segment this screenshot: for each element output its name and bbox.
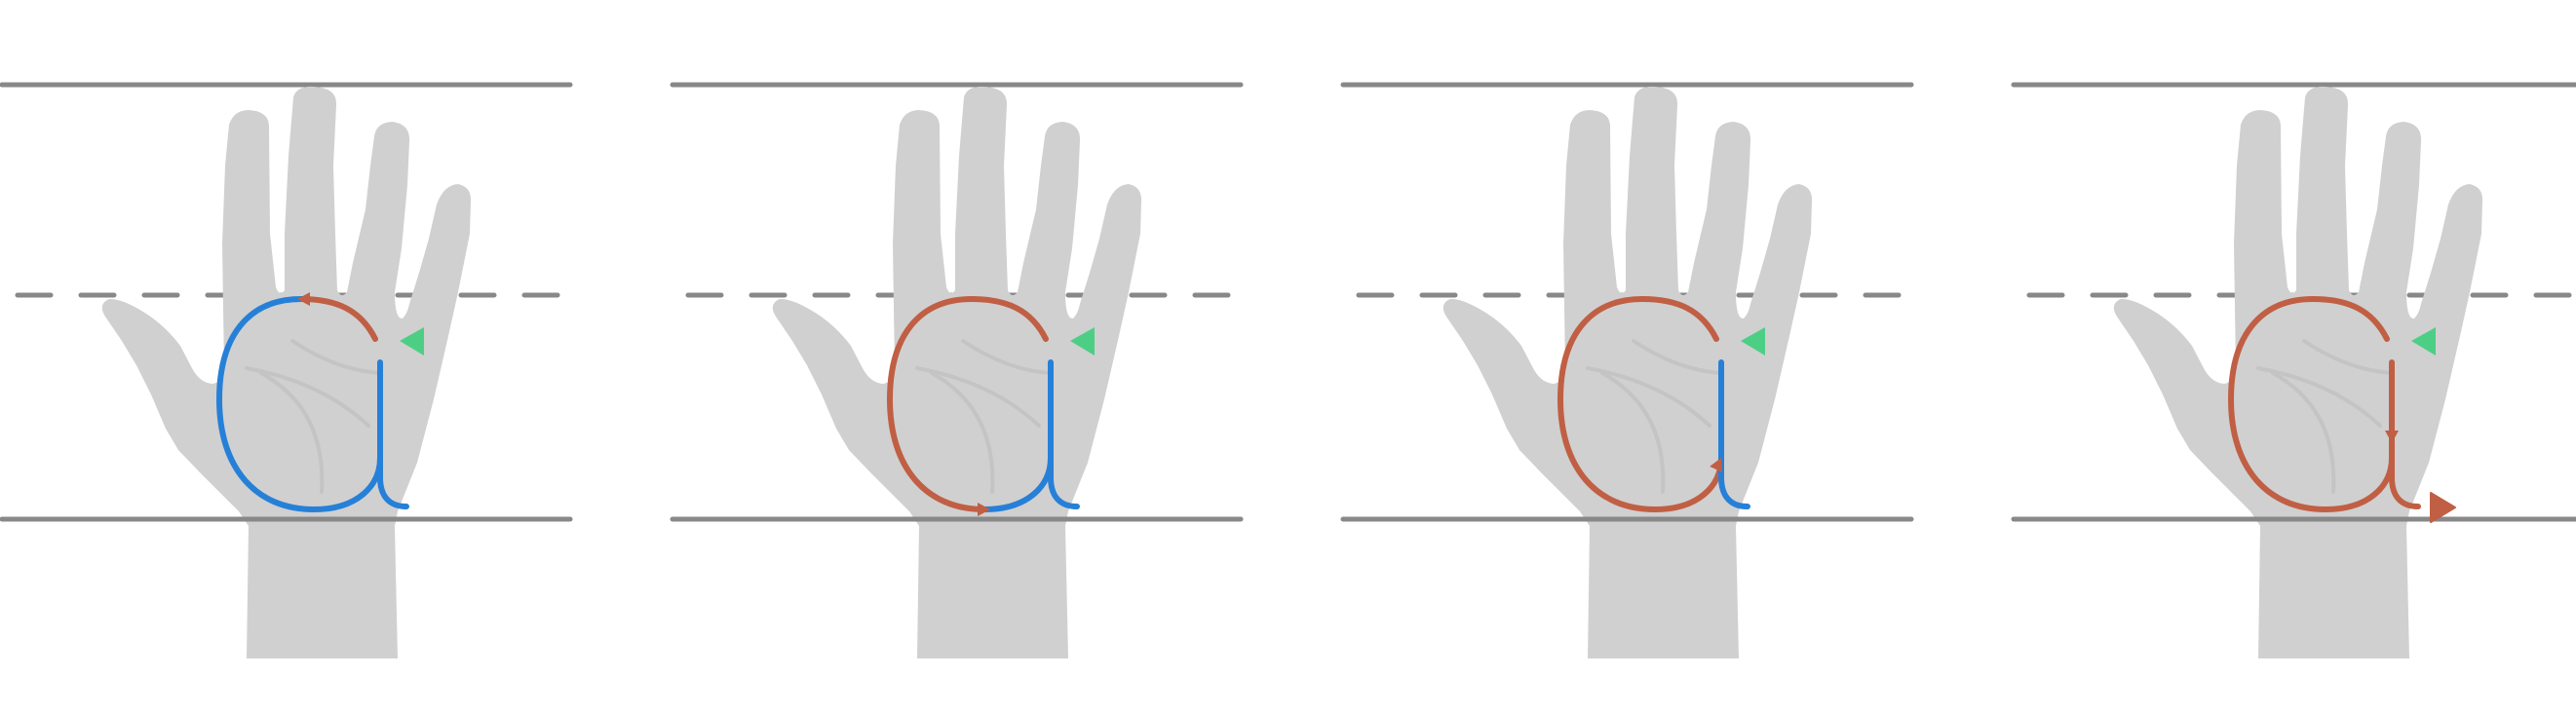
palm-line (961, 339, 1053, 375)
hand-silhouette (2113, 86, 2483, 658)
start-triangle-icon (1070, 327, 1095, 356)
start-triangle-icon (400, 327, 424, 356)
stroke-stem (2389, 359, 2421, 509)
palm-line (2271, 371, 2336, 494)
stroke-stem (1048, 359, 1080, 509)
stroke-left-bowl (216, 296, 317, 512)
tracing-panel (2011, 82, 2576, 658)
palm-line (1586, 366, 1711, 428)
stroke-stem (377, 359, 409, 509)
tracing-panel (1340, 82, 1914, 658)
palm-line (2256, 366, 2382, 428)
hand-silhouette (1442, 86, 1813, 658)
end-triangle-icon (2430, 492, 2456, 523)
tracing-panel (0, 82, 573, 658)
stroke-left-bowl (887, 296, 987, 512)
hand-silhouette (772, 86, 1142, 658)
tracing-panel (670, 82, 1244, 658)
stroke-left-bowl (1557, 296, 1658, 512)
palm-line (2302, 339, 2394, 375)
hand-silhouette (101, 86, 472, 658)
direction-arrowhead-icon (2385, 431, 2399, 443)
direction-arrowhead-icon (978, 503, 990, 516)
stroke-top-arc (969, 296, 1049, 342)
start-triangle-icon (2411, 327, 2436, 356)
palm-line (1600, 371, 1666, 494)
start-triangle-icon (1741, 327, 1765, 356)
stroke-stem (1718, 359, 1750, 509)
palm-line (245, 366, 370, 428)
direction-arrowhead-icon (1710, 458, 1722, 472)
stroke-top-arc (1639, 296, 1719, 342)
palm-line (915, 366, 1041, 428)
palm-line (259, 371, 325, 494)
stroke-top-arc (2310, 296, 2390, 342)
palm-line (290, 339, 382, 375)
palm-line (930, 371, 995, 494)
palm-line (1632, 339, 1723, 375)
stroke-top-arc (298, 296, 378, 342)
stroke-left-bowl (2228, 296, 2328, 512)
direction-arrowhead-icon (297, 292, 310, 306)
